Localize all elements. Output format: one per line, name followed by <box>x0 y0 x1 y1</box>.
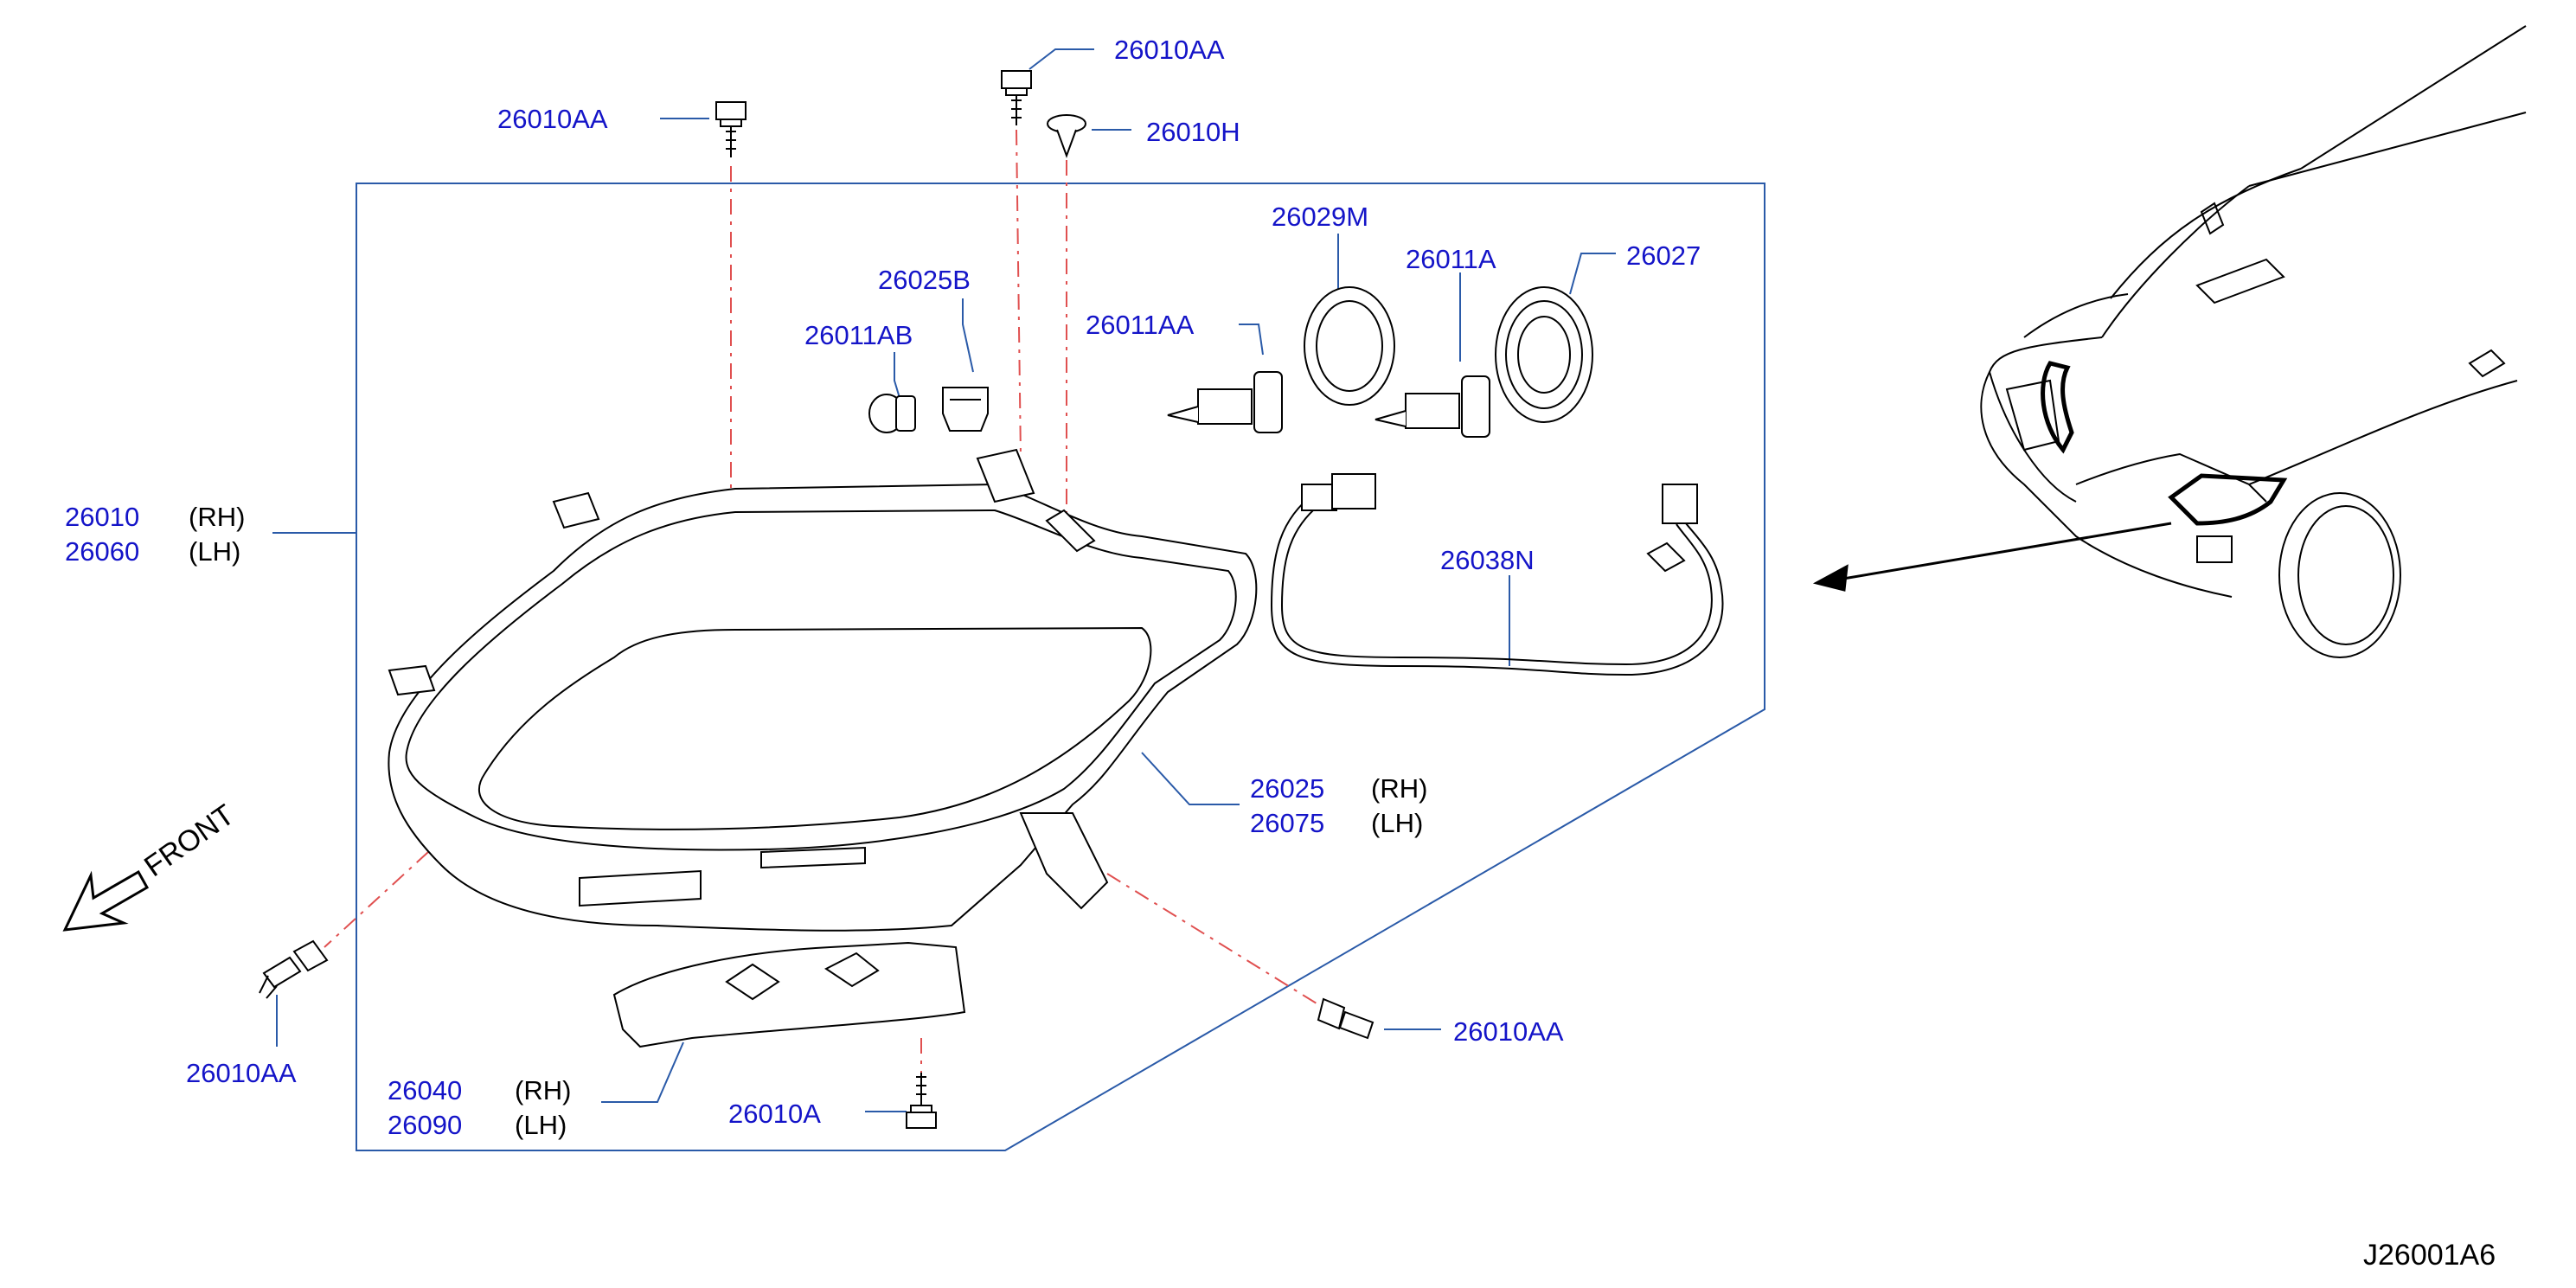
label-housing-rh[interactable]: 26025 <box>1250 773 1325 804</box>
assembly-outline <box>356 183 1765 1151</box>
label-cap-m[interactable]: 26029M <box>1272 202 1369 232</box>
seal-icon[interactable] <box>1495 286 1593 423</box>
label-headlamp-lh[interactable]: 26060 <box>65 536 140 567</box>
label-bolt-top-left[interactable]: 26010AA <box>497 104 608 134</box>
install-lines <box>324 129 1324 1086</box>
label-housing-lh[interactable]: 26075 <box>1250 808 1325 838</box>
diagram-code: J26001A6 <box>2363 1239 2496 1272</box>
label-bulb-a[interactable]: 26011A <box>1406 244 1496 274</box>
bulb-icon[interactable] <box>1167 371 1283 433</box>
clip-icon[interactable] <box>1047 114 1086 158</box>
bracket-icon[interactable] <box>612 941 966 1048</box>
label-headlamp-rh[interactable]: 26010 <box>65 502 140 532</box>
label-housing-rh-side: (RH) <box>1371 773 1428 804</box>
label-headlamp-lh-side: (LH) <box>189 536 241 567</box>
label-bulb-ab[interactable]: 26011AB <box>804 320 913 350</box>
vehicle-locator-icon <box>1980 25 2527 658</box>
bulb-icon[interactable] <box>1375 375 1490 438</box>
harness-wire[interactable] <box>1270 473 1724 676</box>
label-bracket-lh[interactable]: 26090 <box>388 1110 463 1140</box>
label-bolt-top-center[interactable]: 26010AA <box>1114 35 1225 65</box>
label-bracket-rh-side: (RH) <box>515 1075 572 1105</box>
label-housing-lh-side: (LH) <box>1371 808 1424 838</box>
label-headlamp-rh-side: (RH) <box>189 502 246 532</box>
front-arrow-icon <box>62 869 150 932</box>
bulb-icon[interactable] <box>868 394 916 433</box>
bolt-icon[interactable] <box>259 939 329 999</box>
label-bolt-right[interactable]: 26010AA <box>1453 1016 1564 1047</box>
label-harness[interactable]: 26038N <box>1440 545 1535 575</box>
highlight-lamp-icon <box>2041 361 2288 526</box>
locator-arrow-icon <box>1812 522 2172 592</box>
label-clip[interactable]: 26010H <box>1146 117 1240 147</box>
cap-icon[interactable] <box>1304 286 1395 406</box>
label-socket-b[interactable]: 26025B <box>878 265 971 295</box>
leader-lines <box>272 48 1616 1112</box>
label-bracket-lh-side: (LH) <box>515 1110 567 1140</box>
headlamp-assembly[interactable] <box>388 448 1258 932</box>
label-seal[interactable]: 26027 <box>1626 240 1701 271</box>
label-bolt-bottom-left[interactable]: 26010AA <box>186 1058 297 1088</box>
label-bolt-bracket[interactable]: 26010A <box>728 1099 821 1129</box>
bolt-icon[interactable] <box>1001 70 1032 125</box>
bolt-icon[interactable] <box>1317 997 1375 1040</box>
label-bulb-aa[interactable]: 26011AA <box>1086 310 1195 340</box>
bolt-icon[interactable] <box>715 101 747 157</box>
bolt-icon[interactable] <box>906 1073 937 1129</box>
label-bracket-rh[interactable]: 26040 <box>388 1075 463 1105</box>
socket-icon[interactable] <box>942 387 989 432</box>
